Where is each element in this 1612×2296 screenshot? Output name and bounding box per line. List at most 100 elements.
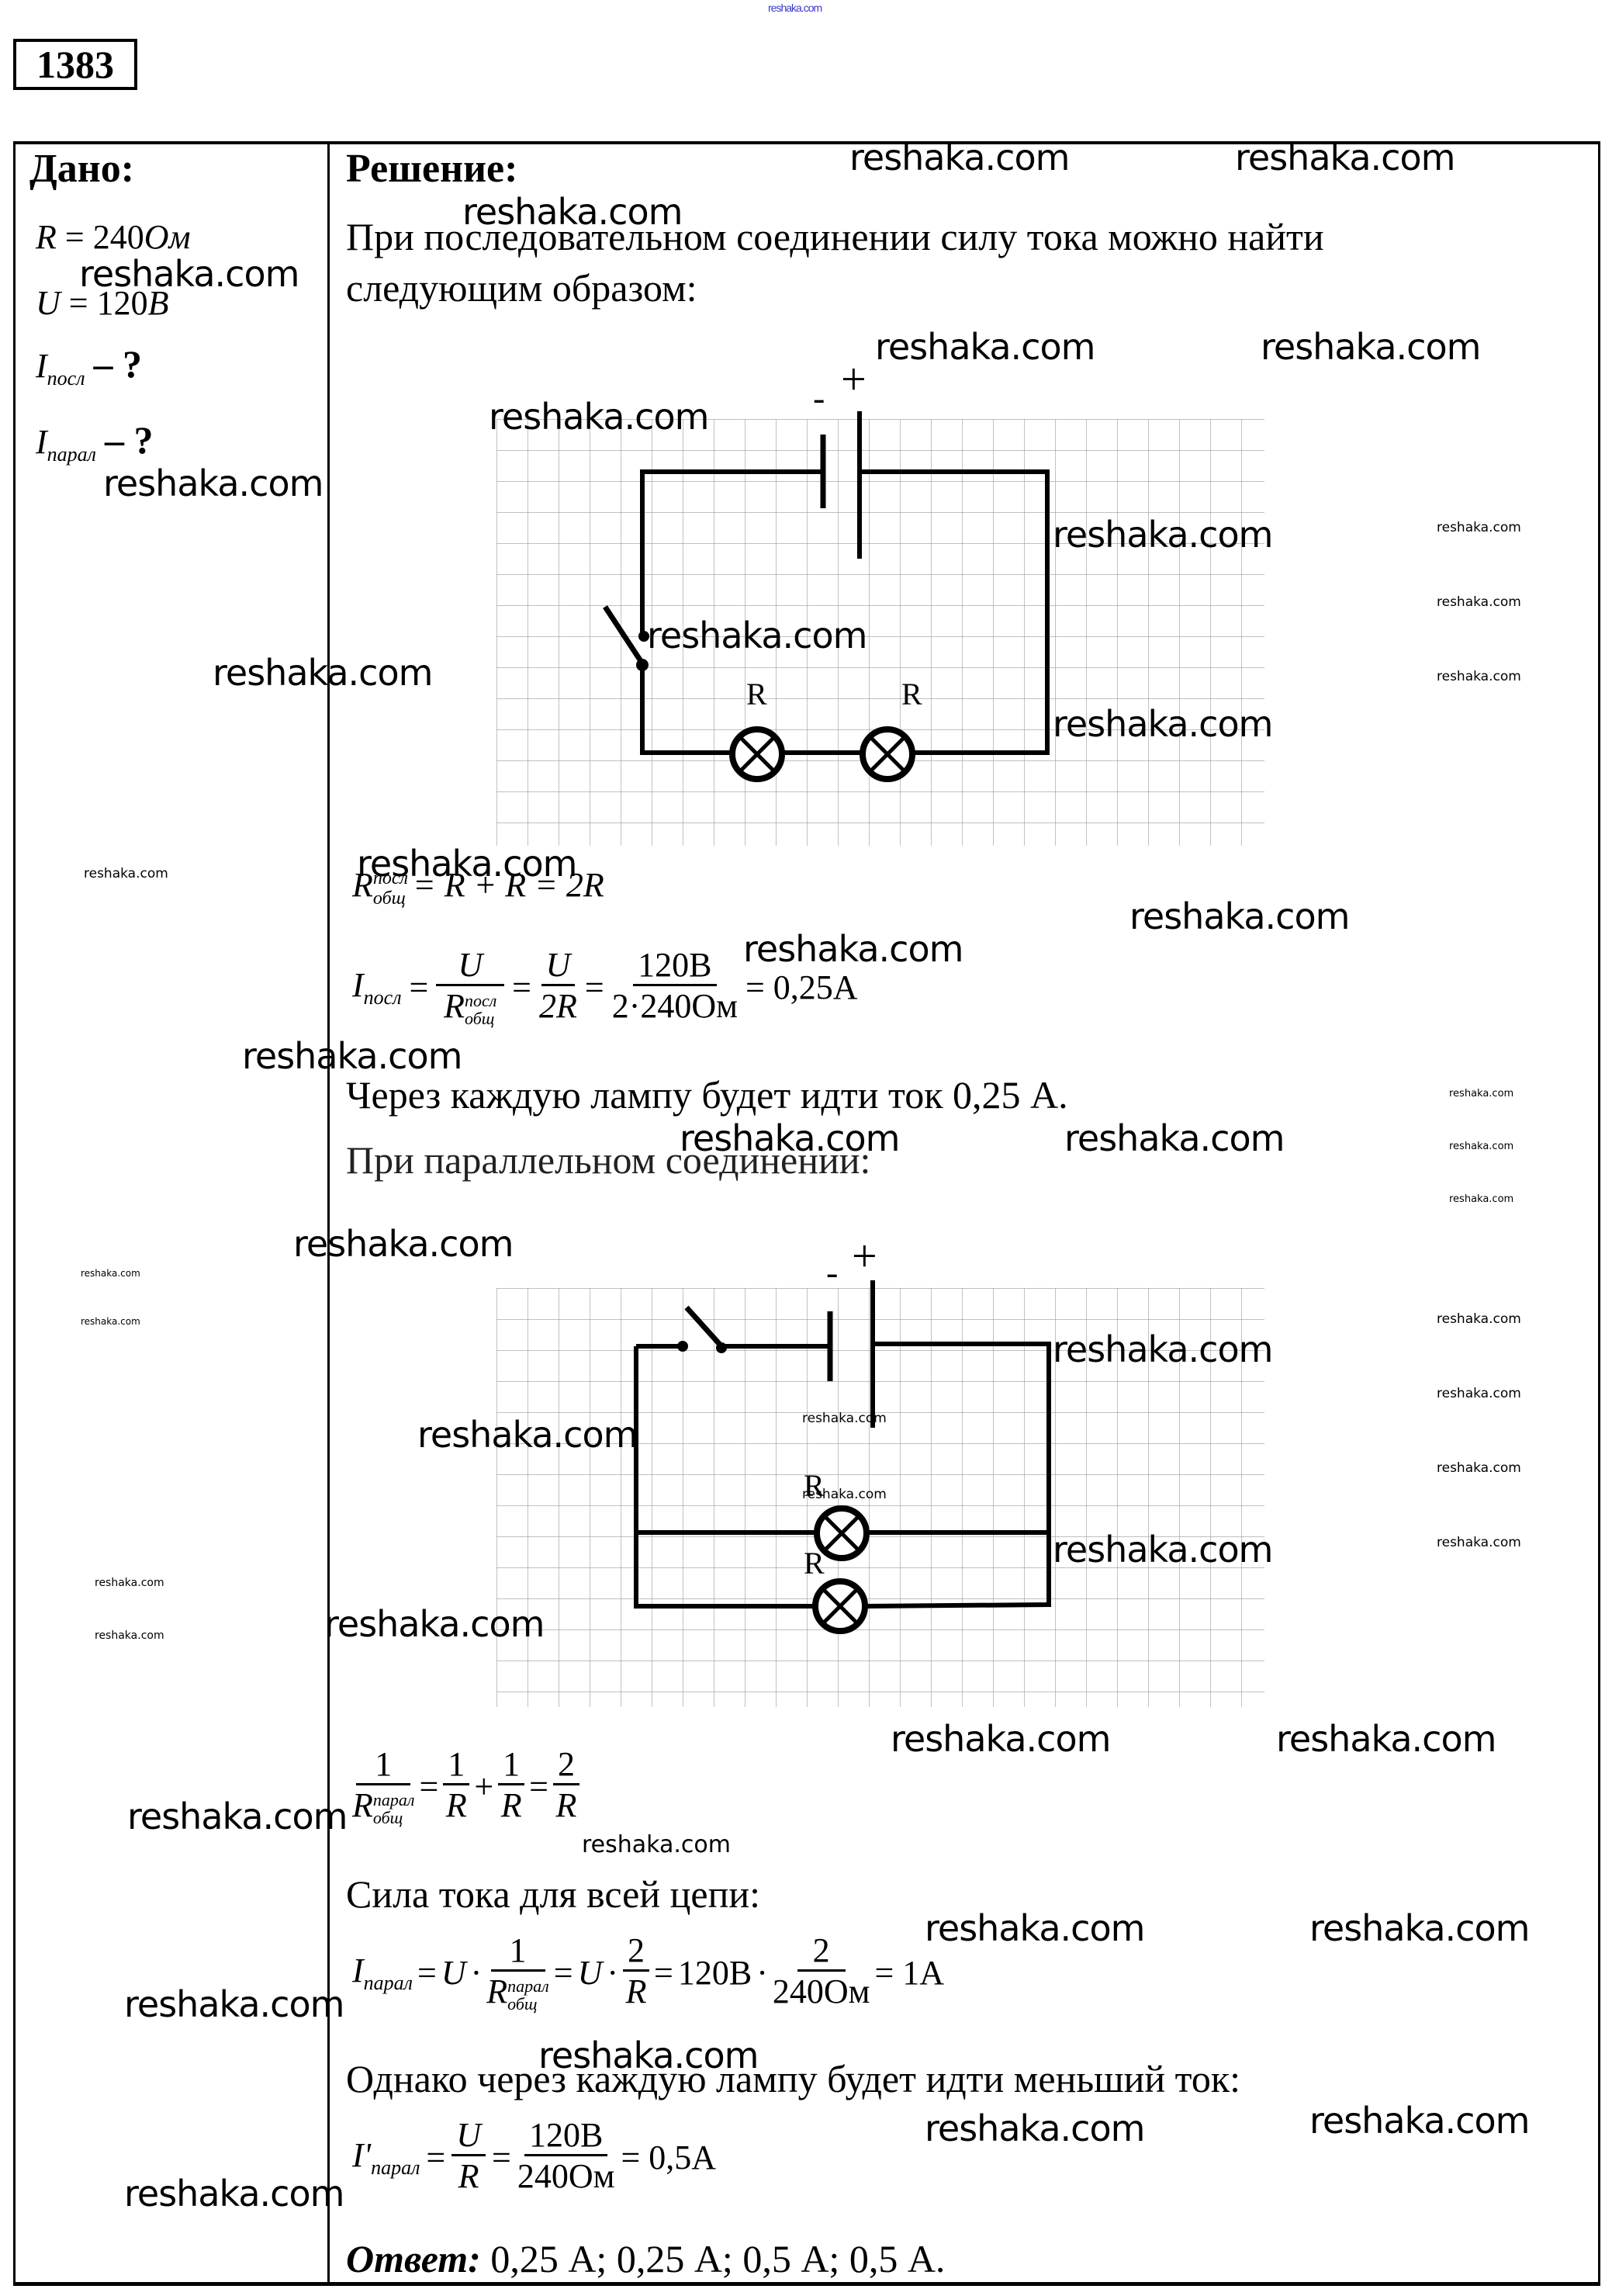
parallel-intro: При параллельном соединении: [346,1138,871,1182]
unknown-i-series-question: – ? [93,342,143,386]
watermark-small: reshaka.com [95,1629,164,1642]
answer: Ответ: 0,25 А; 0,25 А; 0,5 А; 0,5 А. [346,2236,945,2281]
series-wires [640,469,1050,755]
battery-icon [827,1280,875,1428]
fraction-denominator: 240Ом [517,2157,615,2196]
column-divider [327,141,330,2286]
watermark-small: reshaka.com [802,1411,887,1426]
intro-line-1: При последовательном соединении силу ток… [346,215,1324,258]
denominator-sup: парал [372,1790,415,1810]
watermark: reshaka.com [213,652,433,694]
fraction-denominator: 2·240Ом [611,987,738,1026]
total-current-label: Сила тока для всей цепи: [346,1872,760,1916]
fraction-numerator: 2 [797,1931,846,1972]
u-symbol: U [441,1953,466,1992]
unknown-i-parallel: Iпарал – ? [36,417,154,466]
watermark: reshaka.com [1053,514,1273,556]
fraction-denominator: R [444,987,465,1026]
fraction-denominator: R [625,1972,647,2011]
i-parallel-symbol: I [352,1951,364,1990]
fraction-numerator: 1 [443,1745,470,1786]
fraction-denominator: R [445,1786,467,1825]
watermark-small: reshaka.com [1437,1311,1521,1327]
watermark: reshaka.com [357,843,577,885]
solution-table [13,141,1600,2286]
given-title: Дано: [29,147,135,191]
watermark-small: reshaka.com [1449,1193,1514,1205]
watermark: reshaka.com [79,253,299,295]
unknown-i-parallel-question: – ? [105,418,154,462]
watermark: reshaka.com [538,2035,759,2076]
watermark: reshaka.com [462,191,683,233]
r-series-sub: общ [372,888,406,909]
problem-number: 1383 [13,39,137,90]
battery-icon [820,411,862,559]
watermark: reshaka.com [1276,1718,1496,1760]
fraction-denominator: R [555,1786,577,1825]
lamp-icon [729,726,785,782]
switch-icon [677,1305,727,1353]
intro-line-2: следующим образом: [346,266,697,310]
watermark: reshaka.com [1235,137,1455,178]
fraction-denominator: R [486,1972,508,2011]
i-series-sub: посл [363,985,402,1009]
r-series-rhs: = R + R = 2R [413,866,604,904]
watermark: reshaka.com [849,137,1070,178]
unknown-i-parallel-sub: парал [47,442,96,466]
fraction-numerator: 1 [356,1745,411,1786]
formula-r-series: R посл общ = R + R = 2R [352,865,604,909]
lamp-2-label: R [804,1546,825,1581]
watermark: reshaka.com [1309,2100,1530,2142]
fraction-numerator: 1 [498,1745,525,1786]
denominator-sup: посл [465,991,497,1011]
watermark: reshaka.com [103,462,323,504]
plus-sign: + [474,1767,494,1806]
given-r-unit: Ом [144,218,191,256]
lamp-1-label: R [804,1468,825,1503]
watermark-small: reshaka.com [802,1487,887,1502]
voltage-value: 120B [677,1953,752,1992]
fraction-numerator: 2 [552,1745,579,1786]
watermark: reshaka.com [1053,1328,1273,1370]
watermark-small: reshaka.com [95,1577,164,1589]
watermark: reshaka.com [293,1223,514,1265]
site-watermark-top: reshaka.com [768,2,822,14]
battery-plus-label: + [852,1231,877,1281]
watermark-small: reshaka.com [81,1316,140,1327]
parallel-wires [634,1342,1051,1609]
watermark: reshaka.com [1129,895,1350,937]
watermark-small: reshaka.com [1437,1460,1521,1476]
graph-paper-grid [496,419,1264,846]
watermark: reshaka.com [324,1603,545,1645]
i-parallel-result: = 1A [874,1953,945,1992]
fraction-numerator: U [451,2116,486,2157]
lamp-current-label: Однако через каждую лампу будет идти мен… [346,2057,1241,2100]
fraction-denominator: 2R [538,987,577,1026]
i-lamp-sub: парал [371,2156,420,2179]
given-u-value: = 120 [60,284,148,322]
denominator-sup: парал [507,1976,549,1996]
watermark: reshaka.com [127,1796,348,1837]
battery-minus-label: - [826,1252,838,1292]
watermark: reshaka.com [875,326,1095,368]
i-lamp-symbol: I' [352,2135,372,2174]
fraction-numerator: 120B [633,946,717,987]
watermark: reshaka.com [925,1907,1145,1949]
watermark: reshaka.com [1053,1529,1273,1570]
watermark-small: reshaka.com [1437,1386,1521,1401]
denominator-sub: общ [507,1994,538,2014]
watermark: reshaka.com [489,396,709,438]
fraction-numerator: U [436,946,505,987]
i-parallel-sub: парал [363,1971,413,1994]
fraction-numerator: 1 [490,1931,545,1972]
watermark-small: reshaka.com [84,866,168,881]
unknown-i-series-sub: посл [47,366,85,390]
watermark: reshaka.com [925,2107,1145,2149]
